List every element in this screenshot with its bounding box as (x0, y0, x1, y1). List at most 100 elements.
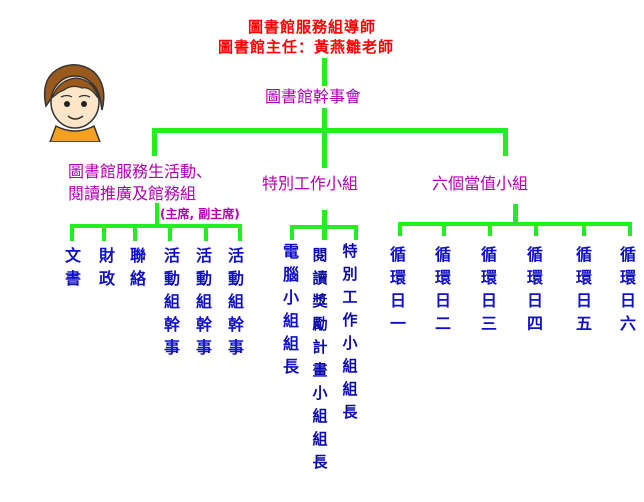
member-char: 長 (312, 453, 328, 471)
member-char: 絡 (129, 269, 146, 288)
branch-1-note: (主席, 副主席) (160, 207, 240, 221)
member-char: 畫 (312, 361, 328, 379)
member-char: 環 (619, 268, 636, 287)
group1-member-3: 聯絡 (128, 244, 148, 290)
connector (168, 224, 172, 241)
group3-member-3: 循環日三 (479, 243, 499, 335)
girl-cartoon-icon (43, 64, 105, 142)
member-char: 組 (312, 407, 328, 425)
group1-member-1: 文書 (63, 244, 83, 290)
root-node-label: 圖書館幹事會 (265, 87, 362, 106)
member-char: 工 (342, 288, 358, 306)
member-char: 五 (575, 314, 592, 333)
header-title: 圖書館服務組導師 (248, 18, 377, 36)
member-char: 循 (575, 245, 592, 264)
member-char: 長 (282, 357, 299, 376)
connector (133, 224, 137, 241)
group1-member-2: 財政 (97, 244, 117, 290)
member-char: 日 (619, 291, 636, 310)
connector (628, 222, 632, 236)
member-char: 動 (227, 269, 244, 288)
connector (70, 224, 242, 228)
member-char: 日 (480, 291, 497, 310)
group3-member-5: 循環日五 (574, 243, 594, 335)
connector (290, 225, 294, 240)
member-char: 日 (434, 291, 451, 310)
member-char: 組 (195, 292, 212, 311)
group3-member-1: 循環日一 (388, 243, 408, 335)
member-char: 書 (64, 269, 81, 288)
member-char: 環 (389, 268, 406, 287)
member-char: 閱 (312, 246, 328, 264)
group3-member-6: 循環日六 (618, 243, 638, 335)
member-char: 組 (312, 430, 328, 448)
group2-member-2: 閱讀獎勵計畫小組組長 (310, 244, 330, 474)
member-char: 別 (342, 265, 358, 283)
member-char: 聯 (129, 246, 146, 265)
connector (155, 203, 159, 225)
member-char: 組 (342, 357, 358, 375)
connector (322, 225, 327, 240)
member-char: 獎 (312, 292, 328, 310)
connector (513, 204, 518, 224)
member-char: 環 (526, 268, 543, 287)
branch-2-label: 特別工作小組 (262, 174, 359, 193)
member-char: 六 (619, 314, 636, 333)
member-char: 文 (64, 246, 81, 265)
member-char: 日 (575, 291, 592, 310)
member-char: 日 (389, 291, 406, 310)
connector (322, 128, 327, 168)
member-char: 四 (526, 314, 543, 333)
member-char: 組 (282, 334, 299, 353)
member-char: 財 (98, 246, 115, 265)
member-char: 組 (342, 380, 358, 398)
connector (488, 222, 492, 236)
member-char: 活 (227, 246, 244, 265)
connector (70, 224, 74, 241)
branch-1-label-line2: 閱讀推廣及館務組 (68, 184, 197, 203)
connector (152, 128, 157, 156)
member-char: 事 (195, 338, 212, 357)
member-char: 作 (342, 311, 358, 329)
member-char: 組 (282, 311, 299, 330)
connector (398, 222, 402, 236)
group3-member-2: 循環日二 (433, 243, 453, 335)
header-subtitle: 圖書館主任：黃燕雛老師 (218, 38, 395, 56)
member-char: 動 (163, 269, 180, 288)
member-char: 循 (619, 245, 636, 264)
member-char: 循 (434, 245, 451, 264)
member-char: 計 (312, 338, 328, 356)
member-char: 幹 (163, 315, 180, 334)
member-char: 事 (227, 338, 244, 357)
connector (322, 210, 327, 228)
connector (503, 128, 508, 156)
member-char: 幹 (195, 315, 212, 334)
group1-member-4: 活動組幹事 (162, 244, 182, 359)
member-char: 二 (434, 314, 451, 333)
group1-member-6: 活動組幹事 (226, 244, 246, 359)
branch-1-label-line1: 圖書館服務生活動、 (68, 162, 213, 181)
member-char: 三 (480, 314, 497, 333)
member-char: 電 (282, 242, 299, 261)
member-char: 活 (163, 246, 180, 265)
connector (322, 58, 327, 86)
member-char: 環 (480, 268, 497, 287)
member-char: 勵 (312, 315, 328, 333)
member-char: 循 (480, 245, 497, 264)
connector (442, 222, 446, 236)
connector (102, 224, 106, 241)
member-char: 政 (98, 269, 115, 288)
member-char: 一 (389, 314, 406, 333)
branch-3-label: 六個當值小組 (432, 174, 529, 193)
group3-member-4: 循環日四 (525, 243, 545, 335)
member-char: 組 (227, 292, 244, 311)
member-char: 小 (342, 334, 358, 352)
group1-member-5: 活動組幹事 (194, 244, 214, 359)
member-char: 環 (434, 268, 451, 287)
member-char: 活 (195, 246, 212, 265)
member-char: 腦 (282, 265, 299, 284)
member-char: 循 (526, 245, 543, 264)
member-char: 讀 (312, 269, 328, 287)
group2-member-1: 電腦小組組長 (281, 240, 301, 378)
connector (582, 222, 586, 236)
